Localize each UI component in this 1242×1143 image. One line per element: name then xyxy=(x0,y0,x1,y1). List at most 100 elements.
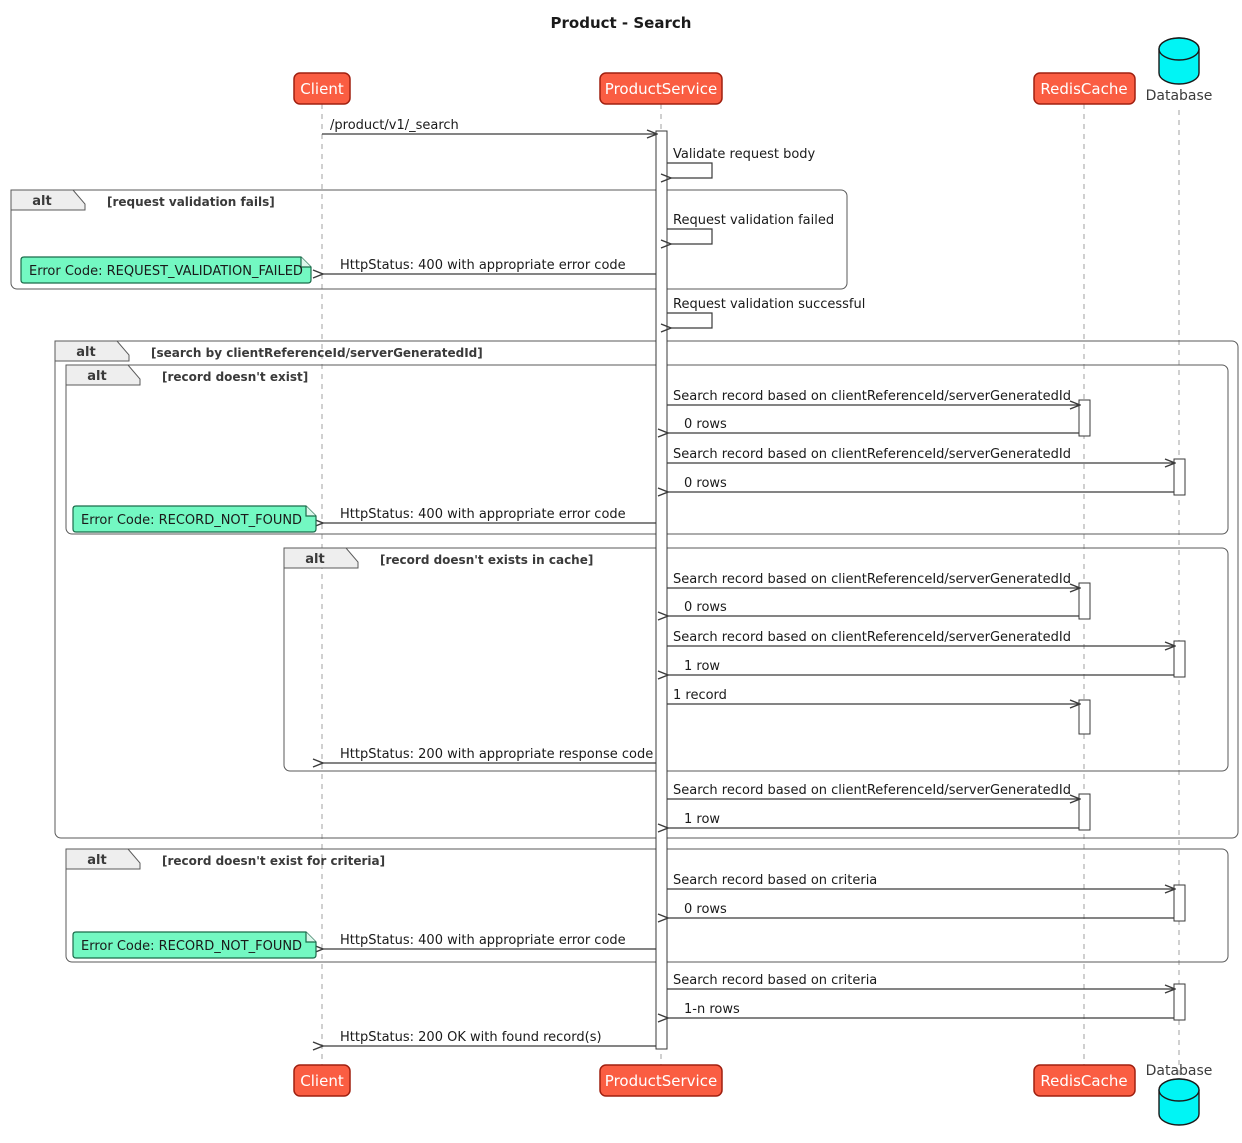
frag-record-missing-border xyxy=(65,364,1229,535)
participant-productservice-footer[interactable]: ProductService xyxy=(599,1064,723,1097)
act-rediscache-4 xyxy=(1078,793,1091,831)
frag-cache-miss-border xyxy=(283,547,1229,772)
participant-client-footer[interactable]: Client xyxy=(293,1064,351,1097)
frag-validation-keyword: alt xyxy=(32,194,51,209)
act-database-2 xyxy=(1173,640,1186,678)
m10-label: HttpStatus: 400 with appropriate error c… xyxy=(340,507,626,522)
m13: Search record based on clientReferenceId… xyxy=(667,630,1174,646)
participant-database-footer[interactable]: Database xyxy=(1146,1063,1213,1126)
m14-label: 1 row xyxy=(684,659,720,674)
frag-criteria-missing-condition: [record doesn't exist for criteria] xyxy=(162,854,385,868)
m7-label: 0 rows xyxy=(684,417,727,432)
participant-box-client-footer[interactable] xyxy=(293,1064,351,1097)
note-record-not-found-2-fold xyxy=(305,932,316,943)
m1: /product/v1/_search xyxy=(322,118,656,134)
m15-label: 1 record xyxy=(673,688,727,703)
m16: HttpStatus: 200 with appropriate respons… xyxy=(322,747,656,763)
participant-box-client-header[interactable] xyxy=(293,72,351,105)
act-database-1 xyxy=(1173,458,1186,496)
database-icon-top-header xyxy=(1158,37,1200,61)
m3-label: Request validation failed xyxy=(673,213,834,228)
m19-label: Search record based on criteria xyxy=(673,873,877,888)
m6-label: Search record based on clientReferenceId… xyxy=(673,389,1071,404)
frag-record-missing-tab xyxy=(65,364,141,386)
participant-label-client-header: Client xyxy=(300,80,344,98)
participant-rediscache-header[interactable]: RedisCache xyxy=(1033,72,1136,105)
m10: HttpStatus: 400 with appropriate error c… xyxy=(322,507,656,523)
frag-criteria-missing-keyword: alt xyxy=(87,853,106,868)
m9-label: 0 rows xyxy=(684,476,727,491)
participant-label-rediscache-footer: RedisCache xyxy=(1040,1072,1127,1090)
m2-line xyxy=(667,162,713,178)
m21-label: HttpStatus: 400 with appropriate error c… xyxy=(340,933,626,948)
frag-search-by-id-keyword: alt xyxy=(76,345,95,360)
m22: Search record based on criteria xyxy=(667,973,1174,989)
m17-label: Search record based on clientReferenceId… xyxy=(673,783,1071,798)
m11-label: Search record based on clientReferenceId… xyxy=(673,572,1071,587)
participant-rediscache-footer[interactable]: RedisCache xyxy=(1033,1064,1136,1097)
frag-search-by-id: alt [search by clientReferenceId/serverGe… xyxy=(54,340,1239,839)
m5-label: Request validation successful xyxy=(673,297,865,312)
activations-group xyxy=(655,130,1186,1050)
frag-criteria-missing-tab xyxy=(65,848,141,870)
m11: Search record based on clientReferenceId… xyxy=(667,572,1079,588)
m21: HttpStatus: 400 with appropriate error c… xyxy=(322,933,656,949)
frag-search-by-id-tab xyxy=(54,340,130,362)
m4-label: HttpStatus: 400 with appropriate error c… xyxy=(340,258,626,273)
m13-label: Search record based on clientReferenceId… xyxy=(673,630,1071,645)
m4: HttpStatus: 400 with appropriate error c… xyxy=(322,258,656,274)
participant-database-header[interactable]: Database xyxy=(1146,37,1213,104)
note-validation-failed-fold xyxy=(300,257,311,268)
frag-validation: alt [request validation fails] xyxy=(10,189,848,290)
m5-line xyxy=(667,312,713,328)
participant-box-productservice-header[interactable] xyxy=(599,72,723,105)
m12-label: 0 rows xyxy=(684,600,727,615)
database-icon-top-footer xyxy=(1158,1078,1200,1102)
note-validation-failed-body xyxy=(20,256,312,284)
act-database-3 xyxy=(1173,884,1186,922)
note-record-not-found-1-fold xyxy=(305,506,316,517)
m2-label: Validate request body xyxy=(673,147,816,162)
m16-label: HttpStatus: 200 with appropriate respons… xyxy=(340,747,653,762)
participant-label-productservice-header: ProductService xyxy=(605,80,717,98)
fragments-group: alt [request validation fails] alt [search … xyxy=(10,189,1239,963)
frag-validation-tab xyxy=(10,189,86,211)
note-record-not-found-1-body xyxy=(72,505,317,533)
m7: 0 rows xyxy=(667,417,1079,433)
m18-label: 1 row xyxy=(684,812,720,827)
m3: Request validation failed xyxy=(667,213,834,244)
m20: 0 rows xyxy=(667,902,1174,918)
m23-label: 1-n rows xyxy=(684,1002,740,1017)
participant-box-productservice-footer[interactable] xyxy=(599,1064,723,1097)
m24-label: HttpStatus: 200 OK with found record(s) xyxy=(340,1030,602,1045)
frag-search-by-id-condition: [search by clientReferenceId/serverGener… xyxy=(151,346,483,360)
frag-search-by-id-border xyxy=(54,340,1239,839)
participant-box-rediscache-header[interactable] xyxy=(1033,72,1136,105)
m9: 0 rows xyxy=(667,476,1174,492)
m5: Request validation successful xyxy=(667,297,865,328)
note-record-not-found-1: Error Code: RECORD_NOT_FOUND xyxy=(72,505,317,533)
participant-label-database-header: Database xyxy=(1146,88,1213,104)
m2: Validate request body xyxy=(667,147,816,178)
frag-criteria-missing-border xyxy=(65,848,1229,963)
participant-box-rediscache-footer[interactable] xyxy=(1033,1064,1136,1097)
m8: Search record based on clientReferenceId… xyxy=(667,447,1174,463)
m3-line xyxy=(667,228,713,244)
m14: 1 row xyxy=(667,659,1174,675)
participant-productservice-header[interactable]: ProductService xyxy=(599,72,723,105)
frag-cache-miss-tab xyxy=(283,547,359,569)
frag-validation-condition: [request validation fails] xyxy=(107,195,275,209)
frag-cache-miss-condition: [record doesn't exists in cache] xyxy=(380,553,593,567)
participant-client-header[interactable]: Client xyxy=(293,72,351,105)
m20-label: 0 rows xyxy=(684,902,727,917)
participant-label-productservice-footer: ProductService xyxy=(605,1072,717,1090)
frag-cache-miss: alt[record doesn't exists in cache] xyxy=(283,547,1229,772)
act-productservice-main xyxy=(655,130,668,1050)
note-record-not-found-2-text: Error Code: RECORD_NOT_FOUND xyxy=(81,939,302,954)
m17: Search record based on clientReferenceId… xyxy=(667,783,1079,799)
participant-label-client-footer: Client xyxy=(300,1072,344,1090)
